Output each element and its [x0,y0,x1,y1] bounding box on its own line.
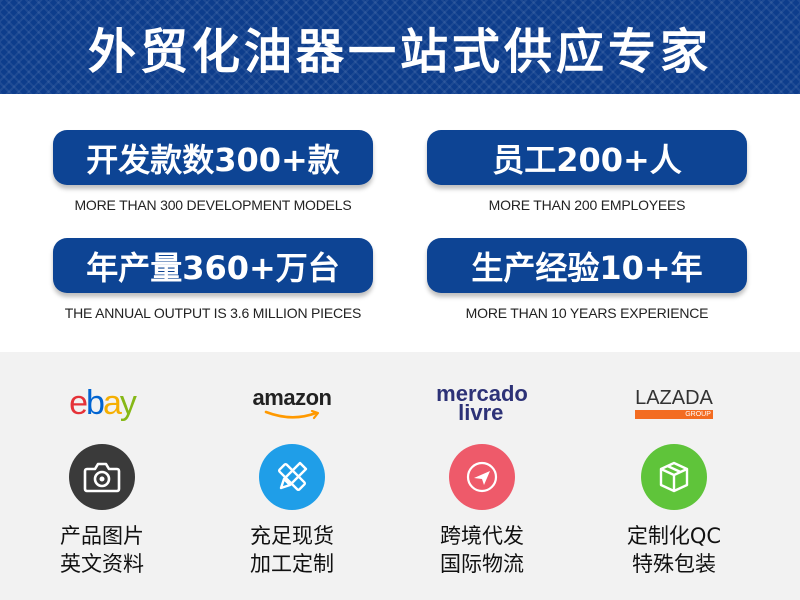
service-label: 加工定制 [250,552,334,576]
service-label: 跨境代发 [440,524,524,548]
service-label: 产品图片 [60,524,144,548]
stat-pill: 员工200+人 [427,130,747,185]
services-section: ebay 产品图片 英文资料 amazon [0,352,800,600]
service-product-images: ebay 产品图片 英文资料 [12,352,192,578]
mercado-livre-logo: mercado livre [436,381,528,425]
stat-development-models: 开发款数300+款 MORE THAN 300 DEVELOPMENT MODE… [53,130,373,213]
camera-icon [69,444,135,510]
stat-subtitle: THE ANNUAL OUTPUT IS 3.6 MILLION PIECES [64,305,362,321]
stat-experience: 生产经验10+年 MORE THAN 10 YEARS EXPERIENCE [427,238,747,321]
lazada-logo: LAZADA GROUP [635,386,713,419]
pencil-ruler-icon [259,444,325,510]
amazon-logo: amazon [202,368,382,438]
stat-pill: 生产经验10+年 [427,238,747,293]
service-label: 国际物流 [440,552,524,576]
stat-pill: 年产量360+万台 [53,238,373,293]
airplane-icon [449,444,515,510]
stat-pill: 开发款数300+款 [53,130,373,185]
service-label: 定制化QC [626,524,722,548]
stat-subtitle: MORE THAN 300 DEVELOPMENT MODELS [74,197,352,213]
service-shipping: mercado livre 跨境代发 国际物流 [392,352,572,578]
stat-subtitle: MORE THAN 200 EMPLOYEES [488,197,686,213]
page-title: 外贸化油器一站式供应专家 [87,24,712,80]
service-custom-qc: LAZADA GROUP 定制化QC 特殊包装 [584,352,764,578]
service-stock-processing: amazon 充足现货 加工定制 [202,352,382,578]
header-banner: 外贸化油器一站式供应专家 [0,0,800,94]
stat-subtitle: MORE THAN 10 YEARS EXPERIENCE [465,305,709,321]
ebay-logo: ebay [69,384,137,422]
stat-annual-output: 年产量360+万台 THE ANNUAL OUTPUT IS 3.6 MILLI… [53,238,373,321]
service-label: 充足现货 [250,524,334,548]
service-label: 特殊包装 [632,552,716,576]
stat-employees: 员工200+人 MORE THAN 200 EMPLOYEES [427,130,747,213]
service-label: 英文资料 [60,552,144,576]
box-icon [641,444,707,510]
